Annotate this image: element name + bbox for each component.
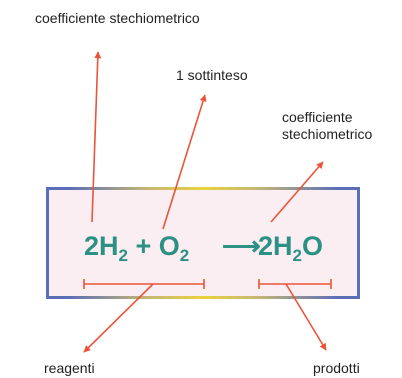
hydrogen-symbol: H	[99, 231, 119, 261]
equation-reactants: 2H2 + O2	[84, 226, 189, 266]
equation-box	[46, 187, 360, 299]
coefficient-h2o: 2	[258, 231, 274, 261]
plus-sign: +	[128, 231, 159, 261]
water-hydrogen-symbol: H	[273, 231, 293, 261]
arrow-coefficient-top	[91, 51, 102, 223]
reaction-arrow-icon: ⟶	[222, 231, 261, 261]
oxygen-symbol: O	[158, 231, 180, 261]
label-implicit-one: 1 sottinteso	[176, 67, 248, 83]
label-products: prodotti	[313, 360, 360, 376]
label-coefficient-right-line2: stechiometrico	[282, 126, 373, 142]
arrow-coefficient-right	[270, 161, 324, 223]
label-coefficient-top: coefficiente stechiometrico	[35, 10, 200, 26]
water-oxygen-symbol: O	[302, 231, 324, 261]
hydrogen-subscript: 2	[118, 246, 128, 265]
label-coefficient-right: coefficiente stechiometrico	[282, 109, 372, 143]
arrow-products	[285, 283, 327, 351]
arrow-implicit-one	[162, 94, 207, 230]
label-reactants: reagenti	[44, 360, 95, 376]
water-subscript: 2	[292, 246, 302, 265]
coefficient-h2: 2	[84, 231, 100, 261]
arrow-reactants	[83, 283, 154, 353]
oxygen-subscript: 2	[179, 246, 190, 265]
label-coefficient-right-line1: coefficiente	[282, 109, 353, 125]
equation-products: 2H2O	[258, 226, 323, 266]
